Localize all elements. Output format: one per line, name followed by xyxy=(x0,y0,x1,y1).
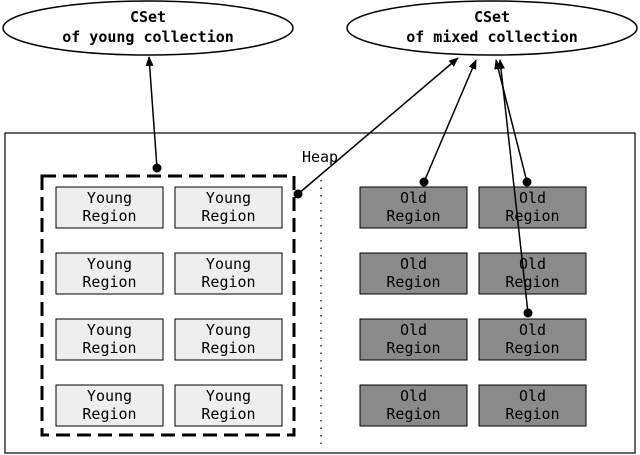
old-region-label-line2: Region xyxy=(505,207,559,225)
old-region-label-line2: Region xyxy=(386,405,440,423)
young-region-label-line2: Region xyxy=(201,207,255,225)
young-region-label-line2: Region xyxy=(201,405,255,423)
connectors xyxy=(145,56,533,318)
young-region-box xyxy=(174,318,283,361)
old-region-label-line2: Region xyxy=(386,273,440,291)
young-region-label-line1: Young xyxy=(87,387,132,405)
old-region-label-line1: Old xyxy=(400,255,427,273)
young-region-label-line1: Young xyxy=(87,321,132,339)
cset-young-title: CSet xyxy=(130,8,166,26)
old-region-box xyxy=(359,252,468,295)
young-region-label-line2: Region xyxy=(82,339,136,357)
old-region-box xyxy=(478,318,587,361)
old-region-label-line1: Old xyxy=(400,387,427,405)
young-region-box xyxy=(55,318,164,361)
old-region-box xyxy=(359,186,468,229)
young-cset-arrow-origin-dot xyxy=(152,163,162,173)
young-region-box xyxy=(174,252,283,295)
old-region-box xyxy=(478,384,587,427)
heap-container: Heap xyxy=(4,132,636,454)
old-region-label-line1: Old xyxy=(519,321,546,339)
old-region-1-arrow-origin-dot xyxy=(419,177,429,187)
old-region-label-line2: Region xyxy=(505,339,559,357)
cset-mixed-subtitle: of mixed collection xyxy=(406,28,578,46)
old-region-label-line1: Old xyxy=(519,255,546,273)
old-region-label-line2: Region xyxy=(505,405,559,423)
young-region-label-line2: Region xyxy=(201,339,255,357)
old-region-label-line1: Old xyxy=(519,189,546,207)
young-region-label-line2: Region xyxy=(82,207,136,225)
old-region-2-to-mixed-arrow xyxy=(494,59,528,183)
old-region-box xyxy=(359,318,468,361)
old-region-label-line1: Old xyxy=(400,189,427,207)
cset-young-node: CSet of young collection xyxy=(2,0,294,56)
young-region-box xyxy=(174,384,283,427)
cset-young-subtitle: of young collection xyxy=(62,28,234,46)
young-region-label-line1: Young xyxy=(87,189,132,207)
young-region-label-line1: Young xyxy=(206,255,251,273)
old-region-box xyxy=(478,186,587,229)
young-region-grid: YoungRegionYoungRegionYoungRegionYoungRe… xyxy=(55,186,283,427)
young-region-box xyxy=(55,186,164,229)
old-region-label-line2: Region xyxy=(386,207,440,225)
young-region-label-line1: Young xyxy=(87,255,132,273)
old-region-6-to-mixed-arrow xyxy=(497,59,529,314)
old-region-grid: OldRegionOldRegionOldRegionOldRegionOldR… xyxy=(359,186,587,427)
old-region-label-line1: Old xyxy=(400,321,427,339)
young-region-label-line1: Young xyxy=(206,189,251,207)
old-region-label-line2: Region xyxy=(386,339,440,357)
old-region-label-line1: Old xyxy=(519,387,546,405)
old-region-6-arrow-origin-dot xyxy=(523,308,533,318)
young-cset-arrow xyxy=(145,56,158,169)
young-region-label-line1: Young xyxy=(206,321,251,339)
old-region-label-line2: Region xyxy=(505,273,559,291)
young-to-mixed-arrow xyxy=(297,57,459,195)
young-to-mixed-arrow-origin-dot xyxy=(293,189,303,199)
cset-mixed-title: CSet xyxy=(474,8,510,26)
young-region-label-line1: Young xyxy=(206,387,251,405)
cset-mixed-node: CSet of mixed collection xyxy=(346,0,638,56)
young-region-label-line2: Region xyxy=(82,405,136,423)
old-region-box xyxy=(359,384,468,427)
old-region-1-to-mixed-arrow xyxy=(423,59,477,183)
young-region-label-line2: Region xyxy=(201,273,255,291)
young-region-box xyxy=(174,186,283,229)
old-region-box xyxy=(478,252,587,295)
young-region-box xyxy=(55,252,164,295)
heap-label: Heap xyxy=(302,148,338,166)
young-region-box xyxy=(55,384,164,427)
old-region-2-arrow-origin-dot xyxy=(522,177,532,187)
young-cset-boundary xyxy=(40,174,296,437)
young-region-label-line2: Region xyxy=(82,273,136,291)
